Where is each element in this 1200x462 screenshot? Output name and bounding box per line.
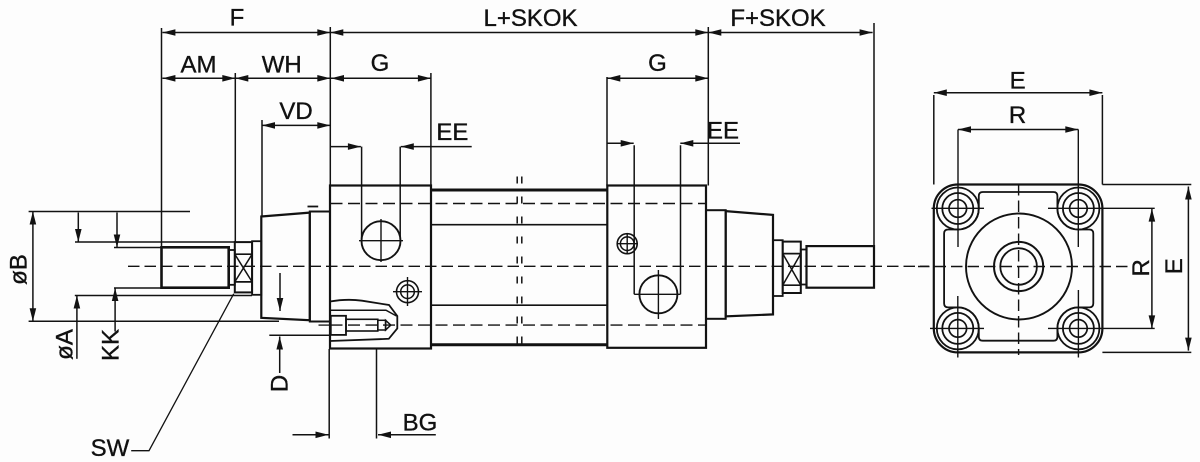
svg-text:SW: SW — [91, 435, 130, 462]
svg-text:G: G — [371, 50, 390, 77]
svg-text:AM: AM — [181, 52, 217, 79]
svg-text:G: G — [648, 50, 667, 77]
svg-text:WH: WH — [262, 52, 302, 79]
svg-text:E: E — [1010, 67, 1026, 94]
svg-text:L+SKOK: L+SKOK — [483, 5, 577, 32]
svg-text:EE: EE — [436, 119, 468, 146]
svg-text:F: F — [230, 5, 245, 32]
svg-text:R: R — [1128, 259, 1155, 276]
svg-text:BG: BG — [403, 409, 438, 436]
svg-text:KK: KK — [98, 329, 125, 361]
svg-text:EE: EE — [707, 118, 739, 145]
svg-text:øB: øB — [6, 254, 33, 285]
svg-text:D: D — [267, 375, 294, 392]
svg-text:E: E — [1161, 258, 1188, 274]
svg-text:øA: øA — [52, 329, 79, 360]
svg-text:F+SKOK: F+SKOK — [730, 5, 825, 32]
svg-text:VD: VD — [279, 98, 312, 125]
svg-text:R: R — [1009, 102, 1026, 129]
